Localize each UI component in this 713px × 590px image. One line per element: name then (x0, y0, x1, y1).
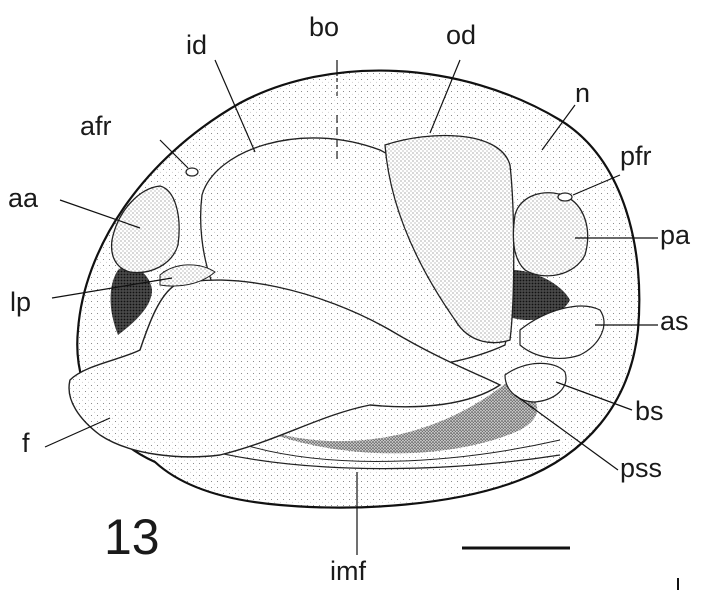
label-f: f (22, 430, 30, 457)
label-as: as (660, 308, 689, 335)
label-lp: lp (10, 289, 31, 316)
label-n: n (575, 80, 590, 107)
label-aa: aa (8, 185, 38, 212)
label-pfr: pfr (620, 143, 652, 170)
label-pss: pss (620, 455, 662, 482)
label-od: od (446, 22, 476, 49)
label-imf: imf (330, 558, 366, 585)
label-afr: afr (80, 113, 112, 140)
anterior-adductor (112, 186, 180, 273)
anterior-foot-retractor (186, 168, 198, 176)
label-pa: pa (660, 222, 690, 249)
figure-number: 13 (104, 512, 160, 562)
label-id: id (186, 32, 207, 59)
posterior-foot-retractor (558, 193, 572, 201)
label-bs: bs (635, 398, 664, 425)
posterior-adductor (513, 193, 587, 276)
label-bo: bo (309, 14, 339, 41)
